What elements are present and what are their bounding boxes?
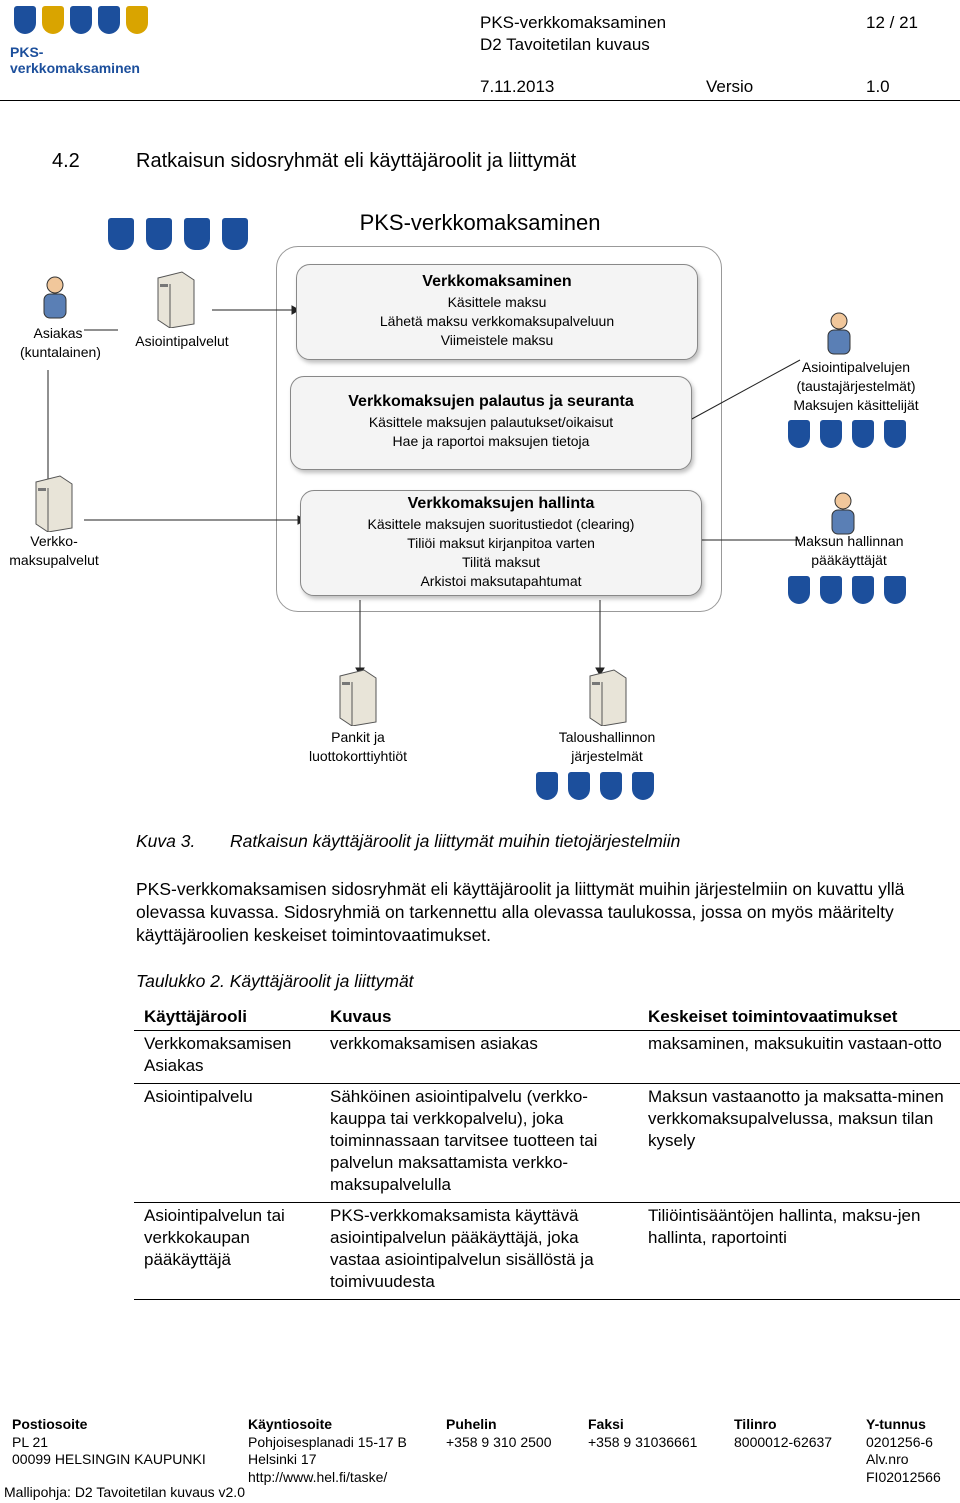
actor-taloushallinnon: Taloushallinnon järjestelmät: [558, 729, 656, 764]
doc-title: PKS-verkkomaksaminen: [480, 13, 667, 32]
footer-ytunnus: Y-tunnus 0201256-6 Alv.nro FI02012566: [866, 1416, 941, 1485]
table-row: Asiointipalvelu Sähköinen asiointipalvel…: [134, 1083, 960, 1203]
crest-icon: [852, 576, 874, 604]
crest-icon: [884, 576, 906, 604]
crest-icon: [146, 218, 172, 250]
doc-subtitle: D2 Tavoitetilan kuvaus: [480, 35, 650, 54]
actor-pankit: Pankit ja luottokorttiyhtiöt: [308, 729, 408, 764]
table-cell: maksaminen, maksukuitin vastaan-otto: [638, 1030, 960, 1084]
box-verkkomaksaminen: Verkkomaksaminen Käsittele maksu Lähetä …: [296, 264, 698, 360]
table-cell: Verkkomaksamisen Asiakas: [134, 1030, 320, 1084]
table-cell: Tiliöintisääntöjen hallinta, maksu-jen h…: [638, 1202, 960, 1300]
box-palautus: Verkkomaksujen palautus ja seuranta Käsi…: [290, 376, 692, 470]
crest-icon: [98, 6, 120, 34]
figure-caption-label: Kuva 3.: [136, 831, 196, 851]
header-divider: [0, 100, 960, 101]
table-row: Asiointipalvelun tai verkkokaupan pääkäy…: [134, 1202, 960, 1300]
version-number: 1.0: [866, 77, 890, 96]
table-header-row: Käyttäjärooli Kuvaus Keskeiset toimintov…: [134, 1004, 960, 1031]
crest-icon: [632, 772, 654, 800]
table-cell: verkkomaksamisen asiakas: [320, 1030, 638, 1084]
crest-icon: [70, 6, 92, 34]
actor-verkkomaksupalvelut: Verkko-maksupalvelut: [9, 533, 99, 568]
crest-icon: [884, 420, 906, 448]
figure-caption-text: Ratkaisun käyttäjäroolit ja liittymät mu…: [230, 831, 681, 851]
table-cell: Asiointipalvelun tai verkkokaupan pääkäy…: [134, 1202, 320, 1300]
roles-table-wrapper: Käyttäjärooli Kuvaus Keskeiset toimintov…: [134, 1004, 960, 1300]
server-icon: [584, 668, 628, 727]
crest-icon: [184, 218, 210, 250]
footer-puhelin: Puhelin +358 9 310 2500: [446, 1416, 552, 1450]
doc-date: 7.11.2013: [480, 77, 555, 96]
table-header: Kuvaus: [320, 1004, 638, 1031]
crest-icon: [222, 218, 248, 250]
crest-icon: [108, 218, 134, 250]
crest-icon: [820, 420, 842, 448]
person-icon: [830, 492, 856, 536]
table-cell: PKS-verkkomaksamista käyttävä asiointipa…: [320, 1202, 638, 1300]
body-paragraph: PKS-verkkomaksamisen sidosryhmät eli käy…: [136, 879, 905, 945]
page-number: 12 / 21: [866, 13, 918, 32]
person-icon: [826, 312, 852, 356]
crest-icon: [820, 576, 842, 604]
crest-row: [788, 576, 906, 604]
footer-template: Mallipohja: D2 Tavoitetilan kuvaus v2.0: [4, 1484, 245, 1500]
crest-icon: [600, 772, 622, 800]
crest-icon: [788, 420, 810, 448]
footer-postiosoite: Postiosoite PL 21 00099 HELSINGIN KAUPUN…: [12, 1416, 206, 1467]
table-header: Käyttäjärooli: [134, 1004, 320, 1031]
footer-tilinro: Tilinro 8000012-62637: [734, 1416, 833, 1450]
crest-icon: [14, 6, 36, 34]
person-icon: [42, 276, 68, 320]
server-icon: [152, 270, 196, 329]
roles-table: Käyttäjärooli Kuvaus Keskeiset toimintov…: [134, 1004, 960, 1300]
box-hallinta: Verkkomaksujen hallinta Käsittele maksuj…: [300, 490, 702, 596]
table-header: Keskeiset toimintovaatimukset: [638, 1004, 960, 1031]
crest-icon: [568, 772, 590, 800]
header-logo: PKS-verkkomaksaminen: [8, 6, 158, 76]
footer-link[interactable]: http://www.hel.fi/taske/: [248, 1468, 388, 1485]
actor-asiakas: Asiakas (kuntalainen): [20, 325, 101, 360]
crest-row: [536, 772, 654, 800]
crest-icon: [126, 6, 148, 34]
crest-icon: [852, 420, 874, 448]
section-number: 4.2: [52, 150, 80, 172]
actor-maksun-hallinnan: Maksun hallinnan pääkäyttäjät: [794, 533, 904, 568]
actor-asiointipalvelut: Asiointipalvelut: [135, 333, 229, 349]
actor-asiointipalvelujen: Asiointipalvelujen (taustajärjestelmät) …: [793, 359, 919, 413]
table-caption: Taulukko 2. Käyttäjäroolit ja liittymät: [136, 971, 414, 991]
crest-icon: [42, 6, 64, 34]
server-icon: [334, 668, 378, 727]
crest-icon: [788, 576, 810, 604]
footer-faksi: Faksi +358 9 31036661: [588, 1416, 698, 1450]
table-cell: Asiointipalvelu: [134, 1083, 320, 1203]
diagram-title: PKS-verkkomaksaminen: [359, 210, 601, 235]
footer-kayntiosoite: Käyntiosoite Pohjoisesplanadi 15-17 B He…: [248, 1416, 407, 1485]
diagram-connectors: [47, 305, 801, 677]
table-row: Verkkomaksamisen Asiakas verkkomaksamise…: [134, 1030, 960, 1084]
table-cell: Maksun vastaanotto ja maksatta-minen ver…: [638, 1083, 960, 1203]
crest-row: [788, 420, 906, 448]
logo-text: PKS-verkkomaksaminen: [10, 44, 140, 76]
section-title: Ratkaisun sidosryhmät eli käyttäjäroolit…: [136, 150, 577, 172]
diagram-crests: [108, 218, 248, 250]
table-cell: Sähköinen asiointipalvelu (verkko-kauppa…: [320, 1083, 638, 1203]
server-icon: [30, 474, 74, 533]
version-label: Versio: [706, 77, 754, 96]
crest-icon: [536, 772, 558, 800]
